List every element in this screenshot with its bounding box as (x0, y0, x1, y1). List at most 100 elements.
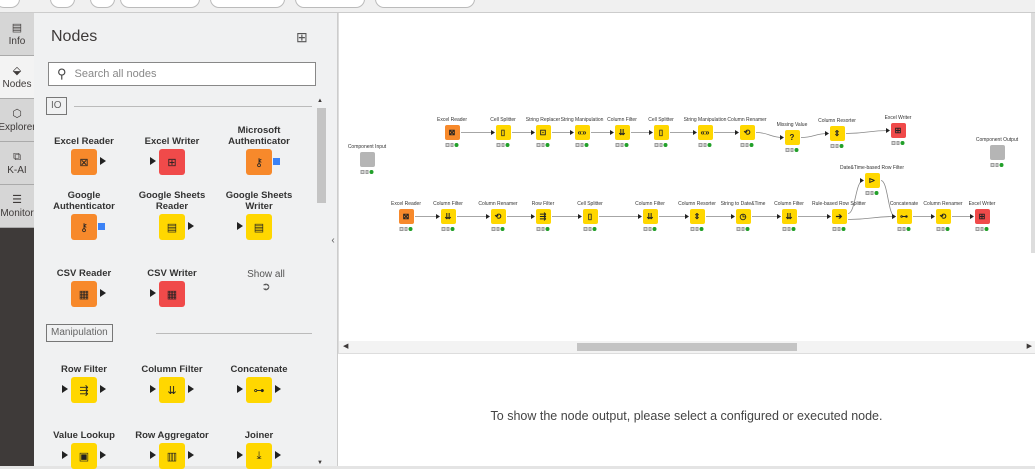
input-port-icon (827, 214, 831, 219)
toolbar-button[interactable] (120, 0, 200, 8)
rail-item-nodes[interactable]: ⬙Nodes (0, 56, 34, 99)
workflow-node[interactable]: ⇕ (689, 209, 705, 224)
toolbar-button[interactable] (295, 0, 365, 8)
search-input[interactable]: ⚲Search all nodes (48, 62, 316, 86)
connection[interactable] (847, 180, 864, 214)
node-repo-item[interactable]: Row Aggregator ▥ (132, 417, 212, 469)
rail-item-info[interactable]: ▤Info (0, 13, 34, 56)
node-status-lights (360, 170, 374, 174)
scroll-down-icon[interactable]: ▼ (317, 460, 323, 466)
scroll-up-icon[interactable]: ▲ (317, 98, 323, 104)
status-light (782, 227, 787, 231)
output-port-icon (100, 385, 106, 393)
node-glyph-icon: ⇊ (646, 212, 654, 221)
workflow-node[interactable]: ⇕ (829, 126, 845, 141)
node-repo-item[interactable]: Column Filter ⇊ (132, 351, 212, 403)
output-port-icon (100, 157, 106, 165)
status-light (580, 143, 584, 147)
node-label: Excel Writer (968, 201, 996, 207)
status-light (741, 227, 745, 231)
connection[interactable] (847, 216, 896, 220)
rail-item-explorer[interactable]: ⬡Explorer (0, 99, 36, 142)
node-repo-item[interactable]: Row Filter ⇶ (44, 351, 124, 403)
grid-view-icon[interactable]: ⊞ (296, 29, 308, 45)
workflow-node[interactable]: ◷ (735, 209, 751, 224)
input-port-icon (578, 214, 582, 219)
node-repo-item[interactable]: Joiner ⤓ (219, 417, 299, 469)
connection[interactable] (845, 130, 890, 134)
workflow-node[interactable]: ⊶ (896, 209, 912, 224)
workflow-node[interactable]: ⊠ (398, 209, 414, 224)
component-input-node[interactable] (359, 152, 375, 167)
toolbar-button[interactable] (210, 0, 285, 8)
workflow-node[interactable]: ⇊ (781, 209, 797, 224)
canvas-horizontal-scrollbar[interactable]: ◀▶ (339, 341, 1035, 353)
node-repo-item[interactable]: CSV Reader ▦ (44, 255, 124, 307)
workflow-node[interactable]: «» (697, 125, 713, 140)
workflow-node[interactable]: ⊡ (535, 125, 551, 140)
workflow-node[interactable]: «» (574, 125, 590, 140)
toolbar-button[interactable] (0, 0, 20, 8)
node-status-lights (536, 143, 550, 147)
status-light (941, 227, 945, 231)
input-port-icon (731, 214, 735, 219)
node-repo-item[interactable]: Google Authenticator ⚷ (44, 188, 124, 240)
node-status-lights (782, 227, 796, 231)
panel-scrollbar[interactable]: ▲▼ (317, 98, 326, 466)
scroll-left-icon[interactable]: ◀ (343, 343, 349, 350)
workflow-node[interactable]: ⇊ (614, 125, 630, 140)
node-icon: ▤ (159, 214, 194, 240)
collapse-panel-icon[interactable]: ‹ (331, 235, 335, 246)
scroll-right-icon[interactable]: ▶ (1026, 343, 1032, 350)
node-repo-item[interactable]: Concatenate ⊶ (219, 351, 299, 403)
node-repo-item[interactable]: Microsoft Authenticator ⚷ (219, 123, 299, 175)
node-repo-item[interactable]: Value Lookup ▣ (44, 417, 124, 469)
node-glyph-icon: ? (789, 133, 795, 142)
status-light (360, 170, 365, 174)
workflow-node[interactable]: ⇊ (440, 209, 456, 224)
node-icon: ⇶ (62, 377, 106, 403)
scroll-thumb[interactable] (577, 343, 797, 351)
node-icon: ⊞ (150, 149, 185, 175)
toolbar-button[interactable] (50, 0, 75, 8)
node-status-lights (785, 148, 799, 152)
workflow-node[interactable]: ⟲ (935, 209, 951, 224)
connection[interactable] (755, 132, 784, 138)
status-light (545, 227, 550, 231)
canvas-vertical-scrollbar[interactable] (1031, 13, 1035, 253)
workflow-node[interactable]: ⟲ (739, 125, 755, 140)
workflow-node[interactable]: ⊞ (890, 123, 906, 138)
workflow-node[interactable]: ⇶ (535, 209, 551, 224)
toolbar-button[interactable] (375, 0, 475, 8)
status-light (648, 227, 652, 231)
rail-item-monitor[interactable]: ☰Monitor (0, 185, 34, 228)
node-repo-item[interactable]: CSV Writer ▦ (132, 255, 212, 307)
workflow-node[interactable]: ⊞ (974, 209, 990, 224)
workflow-node[interactable]: ▯ (495, 125, 511, 140)
node-repo-item[interactable]: Google Sheets Reader ▤ (132, 188, 212, 240)
node-status-lights (575, 143, 589, 147)
workflow-node[interactable]: ▯ (653, 125, 669, 140)
workflow-node[interactable]: ➔ (831, 209, 847, 224)
node-repo-item[interactable]: Excel Writer ⊞ (132, 123, 212, 175)
workflow-node[interactable]: ? (784, 130, 800, 145)
rail-item-kai[interactable]: ⧉K-AI (0, 142, 34, 185)
workflow-node[interactable]: ⇊ (642, 209, 658, 224)
scroll-thumb[interactable] (317, 108, 326, 203)
node-repo-item[interactable]: Excel Reader ⊠ (44, 123, 124, 175)
connection[interactable] (880, 180, 896, 217)
workflow-node[interactable]: ▯ (582, 209, 598, 224)
workflow-node[interactable]: ⟲ (490, 209, 506, 224)
show-all-link[interactable]: Show all➲ (226, 269, 306, 293)
status-light (832, 227, 837, 231)
node-label: Column Resorter (818, 118, 856, 124)
toolbar-button[interactable] (90, 0, 115, 8)
node-repo-item[interactable]: Google Sheets Writer ▤ (219, 188, 299, 240)
status-light (588, 227, 592, 231)
connection[interactable] (800, 133, 829, 138)
workflow-node[interactable]: ⊠ (444, 125, 460, 140)
workflow-node[interactable]: ⊳ (864, 173, 880, 188)
component-output-node[interactable] (989, 145, 1005, 160)
status-light (785, 148, 790, 152)
